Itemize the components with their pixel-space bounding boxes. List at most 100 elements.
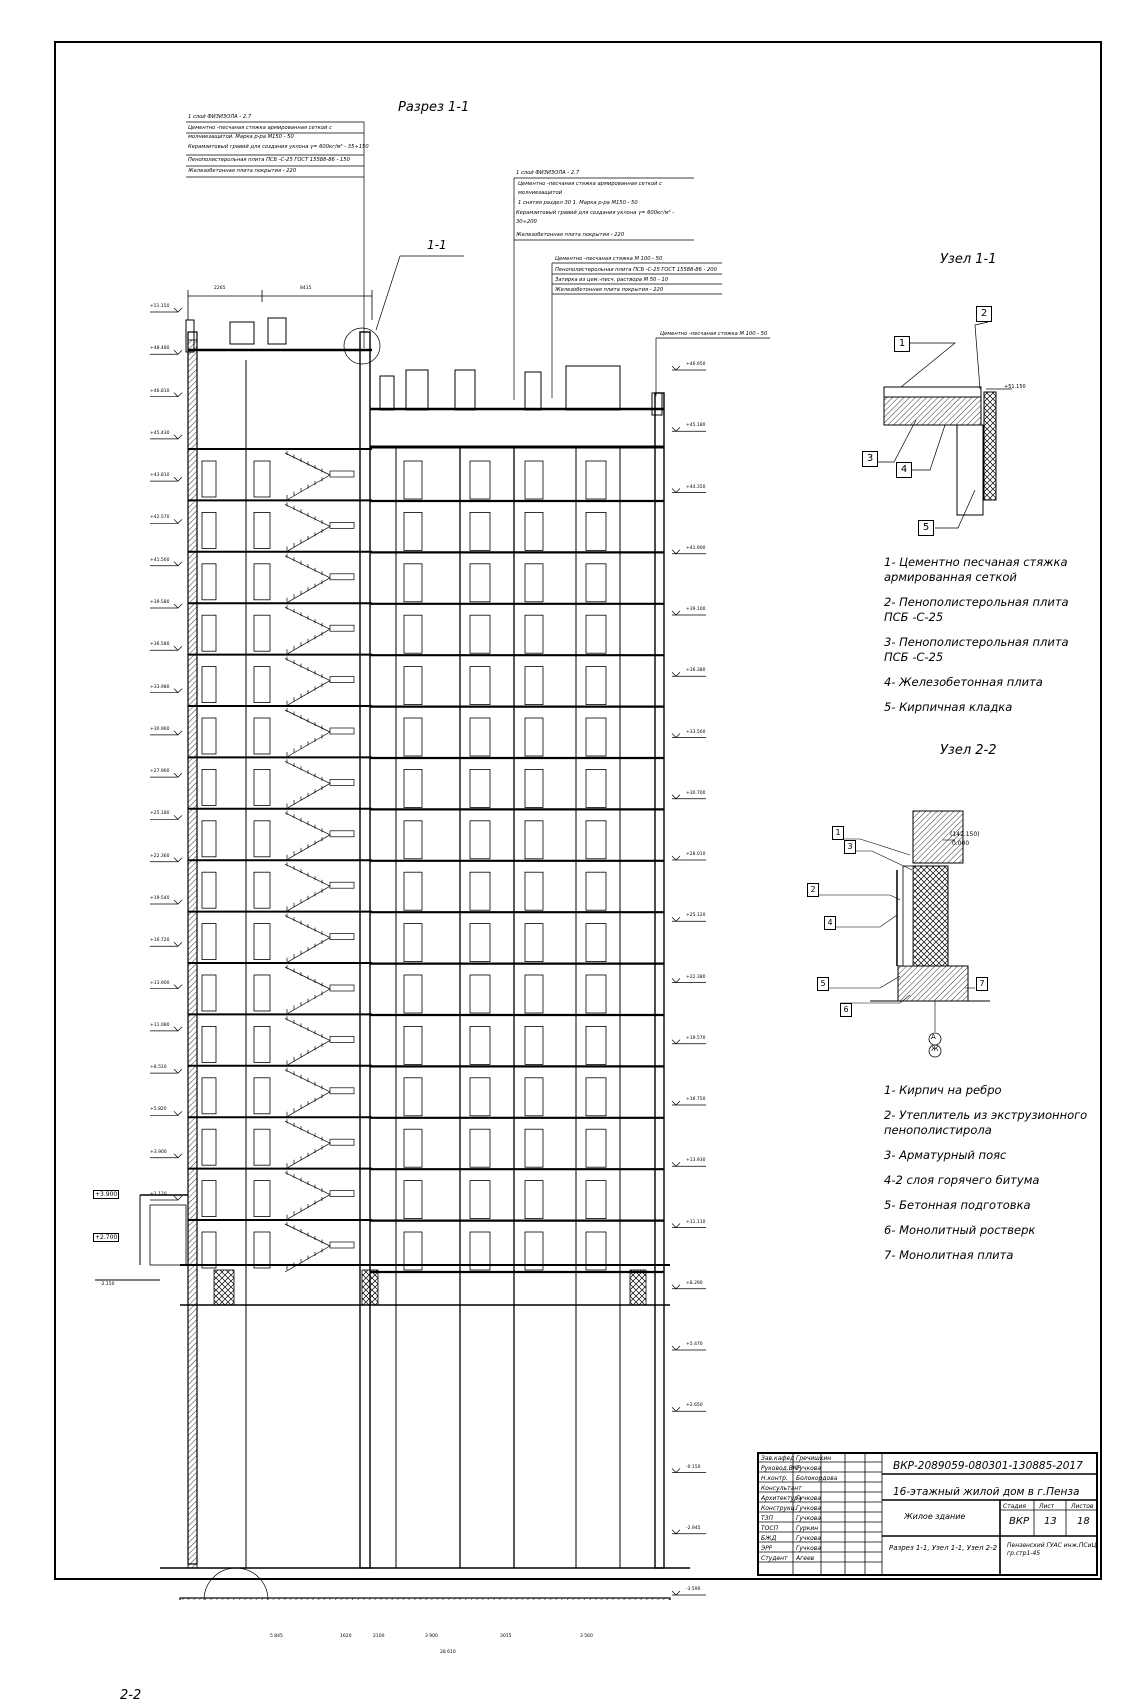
- node-1-1-title: Узел 1-1: [940, 252, 997, 267]
- door-opening: [585, 666, 607, 705]
- dim-total: 28 610: [440, 1650, 456, 1655]
- level-mark-right: +39.100: [686, 607, 706, 612]
- stamp-name: Гучкова: [796, 1495, 821, 1502]
- door-opening: [403, 614, 423, 654]
- dim-label: 2265: [214, 286, 226, 291]
- door-opening: [585, 1180, 607, 1219]
- node-1-legend-item: 2- Пенополистерольная плита ПСБ -С-25: [884, 595, 1069, 624]
- door-opening: [469, 1026, 491, 1065]
- door-opening: [201, 717, 217, 755]
- door-opening: [469, 460, 491, 500]
- door-opening: [403, 871, 423, 911]
- door-opening: [201, 1026, 217, 1063]
- door-opening: [253, 769, 271, 806]
- level-mark-left: +1.120: [150, 1192, 167, 1197]
- stair-flight: [284, 451, 355, 502]
- door-opening: [201, 923, 217, 960]
- door-opening: [585, 1026, 607, 1065]
- door-opening: [524, 512, 544, 551]
- level-mark-left: +51.150: [150, 304, 170, 309]
- sheet-label: Лист: [1039, 1503, 1055, 1510]
- level-mark-left: +13.900: [150, 980, 170, 986]
- level-mark-right: -2.945: [686, 1525, 701, 1531]
- level-arrow: [671, 794, 681, 800]
- level-mark-left: +22.360: [150, 853, 170, 859]
- door-opening: [585, 1077, 607, 1117]
- top-dimension-chain: [187, 290, 373, 320]
- level-arrow: [173, 815, 183, 820]
- axis-label: Ж: [931, 1045, 939, 1053]
- door-opening: [253, 460, 271, 498]
- door-opening: [585, 820, 607, 860]
- level-arrow: [671, 549, 681, 555]
- door-opening: [201, 563, 217, 601]
- door-opening: [469, 1077, 491, 1117]
- level-mark-right: +11.110: [686, 1219, 706, 1225]
- door-opening: [469, 923, 491, 962]
- level-mark-left: +36.580: [150, 642, 170, 648]
- roof-layer-note: 1 слой ФИЗИЗОЛА - 2.7: [516, 170, 580, 176]
- stair-flight: [284, 965, 355, 1016]
- door-opening: [403, 1077, 423, 1117]
- ground-level: -2.150: [100, 1282, 115, 1287]
- level-mark-right: +36.380: [686, 668, 706, 674]
- door-opening: [524, 769, 544, 808]
- door-opening: [403, 974, 423, 1014]
- level-arrow: [671, 1407, 681, 1412]
- node-2-legend-item: 6- Монолитный ростверк: [884, 1223, 1036, 1237]
- door-opening: [403, 1128, 423, 1168]
- door-opening: [253, 717, 271, 755]
- door-opening: [585, 1231, 607, 1271]
- building-name: Жилое здание: [904, 1512, 966, 1521]
- top-note: Цементно -песчаная стяжка М 100 - 50: [660, 331, 768, 337]
- node-2-mark: (142.150): [950, 831, 980, 838]
- door-opening: [524, 1180, 544, 1219]
- node-1-legend: 1- Цементно песчаная стяжка армированная…: [884, 555, 1084, 725]
- section-title: Разрез 1-1: [398, 100, 470, 115]
- entrance-level: +2.700: [93, 1233, 120, 1242]
- door-opening: [585, 923, 607, 962]
- level-arrow: [671, 672, 681, 677]
- level-mark-right: +13.930: [686, 1158, 706, 1164]
- door-opening: [201, 666, 217, 703]
- door-opening: [524, 614, 544, 654]
- level-mark-right: +25.120: [686, 913, 706, 919]
- level-mark-right: -0.150: [686, 1464, 701, 1470]
- stamp-role: БЖД: [761, 1535, 777, 1542]
- sheets-label: Листов: [1071, 1503, 1094, 1510]
- node-1-legend-item: 4- Железобетонная плита: [884, 675, 1043, 689]
- level-arrow: [173, 1153, 183, 1159]
- sheet-frame: [54, 41, 1102, 1580]
- door-opening: [201, 1231, 217, 1269]
- stamp-name: Агеев: [796, 1555, 815, 1562]
- node-1-label: 5: [918, 520, 934, 536]
- node-2-legend-item: 7- Монолитная плита: [884, 1248, 1014, 1262]
- level-arrow: [173, 772, 183, 778]
- stamp-name: Гучкова: [796, 1465, 821, 1472]
- level-arrow: [671, 978, 681, 983]
- level-arrow: [671, 1039, 681, 1045]
- door-opening: [469, 1128, 491, 1168]
- dim-label: 3015: [500, 1634, 512, 1639]
- door-opening: [253, 1180, 271, 1217]
- level-mark-left: +45.430: [150, 430, 170, 436]
- node-2-2-title: Узел 2-2: [940, 743, 997, 758]
- roof-layer-note: молниезащитой: [518, 190, 563, 196]
- level-arrow: [173, 603, 183, 609]
- node-2-label: 7: [976, 977, 988, 991]
- door-opening: [585, 769, 607, 808]
- level-arrow: [671, 917, 681, 922]
- level-arrow: [671, 1529, 681, 1535]
- level-arrow: [671, 1468, 681, 1473]
- level-mark-left: +25.180: [150, 811, 170, 817]
- level-arrow: [173, 434, 183, 440]
- dim-label: 3 900: [425, 1634, 438, 1639]
- stamp-role: Руковод.ВКР: [761, 1465, 801, 1472]
- level-arrow: [173, 857, 183, 863]
- project-name: 16-этажный жилой дом в г.Пенза: [893, 1486, 1080, 1498]
- door-opening: [524, 1128, 544, 1168]
- door-opening: [524, 974, 544, 1014]
- stamp-name: Гучкова: [796, 1545, 821, 1552]
- door-opening: [524, 666, 544, 705]
- door-opening: [253, 871, 271, 909]
